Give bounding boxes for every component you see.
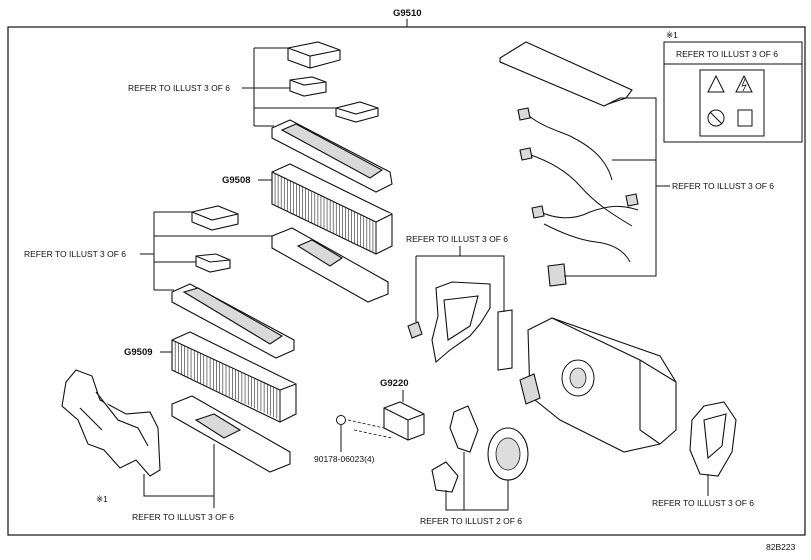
wire-harness[interactable] bbox=[517, 107, 639, 287]
power-control-module[interactable] bbox=[499, 41, 633, 107]
battery-stack-g9508[interactable] bbox=[271, 163, 393, 255]
right-frame-bracket[interactable] bbox=[689, 401, 737, 477]
fastener-nut[interactable] bbox=[336, 415, 346, 453]
warning-label-panel[interactable] bbox=[663, 41, 803, 143]
callout-bottom-center[interactable]: REFER TO ILLUST 2 OF 6 bbox=[420, 516, 522, 526]
callout-middle-left[interactable]: REFER TO ILLUST 3 OF 6 bbox=[24, 249, 126, 259]
hazard-triangle-icon bbox=[707, 74, 725, 93]
bottom-tray bbox=[171, 395, 291, 473]
note-marker-label: ※1 bbox=[666, 30, 678, 40]
left-frame-bracket[interactable] bbox=[61, 369, 161, 477]
upper-left-bracket bbox=[242, 47, 336, 127]
right-harness-bracket bbox=[564, 97, 670, 277]
callout-upper-left[interactable]: REFER TO ILLUST 3 OF 6 bbox=[128, 83, 230, 93]
middle-ecu-group[interactable] bbox=[171, 205, 295, 359]
note-marker-frame: ※1 bbox=[96, 494, 108, 504]
cooling-fan[interactable] bbox=[487, 427, 529, 481]
warning-label bbox=[699, 69, 765, 137]
sensor-bracket[interactable] bbox=[431, 405, 479, 493]
manual-icon bbox=[737, 109, 753, 127]
callout-center-bracket[interactable]: REFER TO ILLUST 3 OF 6 bbox=[406, 234, 508, 244]
bottom-center-bracket bbox=[445, 452, 509, 511]
center-bracket[interactable] bbox=[407, 281, 513, 371]
callout-warning-label[interactable]: REFER TO ILLUST 3 OF 6 bbox=[676, 49, 778, 59]
high-voltage-icon bbox=[735, 74, 753, 93]
battery-case-assembly[interactable] bbox=[519, 317, 677, 453]
assembly-code[interactable]: G9510 bbox=[393, 8, 422, 19]
code-g9508[interactable]: G9508 bbox=[222, 175, 251, 186]
code-g9220[interactable]: G9220 bbox=[380, 378, 409, 389]
battery-stack-g9509[interactable] bbox=[171, 331, 297, 423]
bottom-left-bracket bbox=[143, 444, 215, 508]
drawing-id: 82B223 bbox=[766, 542, 796, 552]
center-bracket-leader bbox=[415, 246, 505, 322]
fastener-part-number[interactable]: 90178-06023(4) bbox=[314, 454, 375, 464]
callout-right-harness[interactable]: REFER TO ILLUST 3 OF 6 bbox=[672, 181, 774, 191]
upper-ecu-group[interactable] bbox=[271, 41, 393, 193]
code-g9509[interactable]: G9509 bbox=[124, 347, 153, 358]
relay-block-g9220[interactable] bbox=[347, 401, 425, 441]
middle-left-bracket bbox=[140, 211, 272, 291]
middle-tray bbox=[271, 227, 389, 303]
callout-bottom-left[interactable]: REFER TO ILLUST 3 OF 6 bbox=[132, 512, 234, 522]
callout-bottom-right[interactable]: REFER TO ILLUST 3 OF 6 bbox=[652, 498, 754, 508]
